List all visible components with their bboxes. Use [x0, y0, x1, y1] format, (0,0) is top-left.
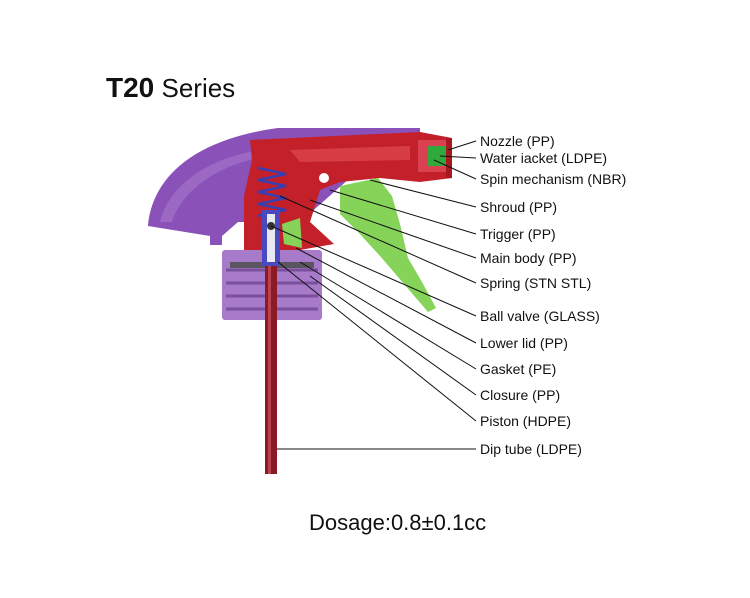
part-label: Spin mechanism (NBR)	[480, 171, 627, 187]
part-label: Piston (HDPE)	[480, 413, 572, 429]
dip-tube-highlight	[268, 266, 271, 474]
part-label: Nozzle (PP)	[480, 133, 555, 149]
part-label: Shroud (PP)	[480, 199, 558, 215]
spring-shape	[257, 166, 287, 218]
nozzle-shape	[446, 138, 452, 178]
dosage-text: Dosage:0.8±0.1cc	[309, 510, 487, 535]
part-label: Gasket (PE)	[480, 361, 557, 377]
part-label: Dip tube (LDPE)	[480, 441, 582, 457]
leader-line	[277, 261, 477, 422]
leader-lines	[270, 140, 477, 450]
part-label: Spring (STN STL)	[480, 275, 592, 291]
leader-line	[295, 247, 477, 344]
leader-line	[369, 179, 477, 208]
leader-line	[309, 199, 477, 259]
leader-line	[447, 140, 477, 151]
part-label: Main body (PP)	[480, 250, 577, 266]
leader-line	[439, 155, 477, 159]
part-label: Closure (PP)	[480, 387, 561, 403]
main-body-inner	[290, 146, 410, 162]
leader-line	[299, 261, 477, 370]
piston-core	[267, 214, 275, 262]
part-label: Ball valve (GLASS)	[480, 308, 600, 324]
leader-line	[270, 225, 477, 317]
shroud-highlight	[160, 150, 260, 222]
leader-line	[279, 195, 477, 284]
trigger-side	[282, 218, 302, 248]
part-label: Trigger (PP)	[480, 226, 556, 242]
pivot-hole	[319, 173, 329, 183]
model-name: T20	[106, 72, 155, 103]
part-label: Lower lid (PP)	[480, 335, 568, 351]
spin-mechanism-shape	[428, 146, 446, 166]
trigger-shape	[340, 178, 436, 312]
series-word: Series	[161, 73, 236, 103]
leader-line	[329, 189, 477, 235]
diagram-title: T20 Series	[106, 72, 235, 104]
leader-line	[433, 159, 477, 180]
part-label: Water iacket (LDPE)	[480, 150, 608, 166]
leader-line	[309, 275, 477, 396]
